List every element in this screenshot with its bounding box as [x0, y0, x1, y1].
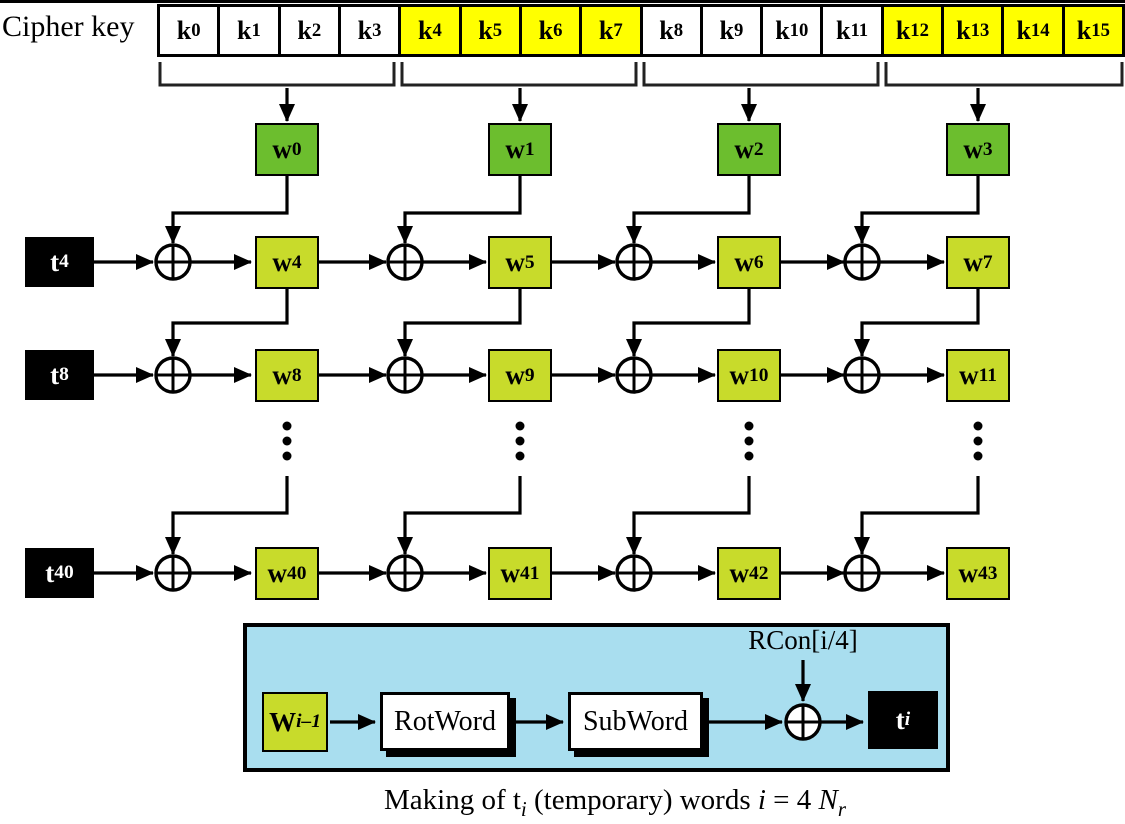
- row1-to-row2-elbows: [165, 289, 980, 357]
- xor-icon: [386, 356, 424, 394]
- key-group-brackets: [158, 62, 1124, 87]
- rotword-box: RotWord: [380, 692, 510, 751]
- cipher-key-label: Cipher key: [2, 10, 135, 43]
- wtop-to-row1-elbows: [165, 176, 980, 244]
- subword-box: SubWord: [568, 692, 703, 751]
- figure-caption: Making of ti (temporary) words i = 4 Nr: [383, 784, 846, 821]
- xor-icon: [615, 356, 653, 394]
- xor-icon: [154, 356, 192, 394]
- continuation-dots: [282, 421, 983, 461]
- xor-icon: [154, 554, 192, 592]
- xor-icons: [154, 243, 881, 592]
- xor-icon: [843, 554, 881, 592]
- xor-icon: [615, 243, 653, 281]
- dots-to-row3-elbows: [165, 476, 980, 555]
- top-border-line: [0, 0, 1125, 3]
- xor-icon: [843, 243, 881, 281]
- rcon-label: RCon[i/4]: [748, 625, 858, 655]
- xor-icon: [615, 554, 653, 592]
- bracket-to-w-arrows: [279, 88, 986, 122]
- xor-icon: [386, 554, 424, 592]
- xor-icon: [154, 243, 192, 281]
- xor-icon: [386, 243, 424, 281]
- xor-icon: [843, 356, 881, 394]
